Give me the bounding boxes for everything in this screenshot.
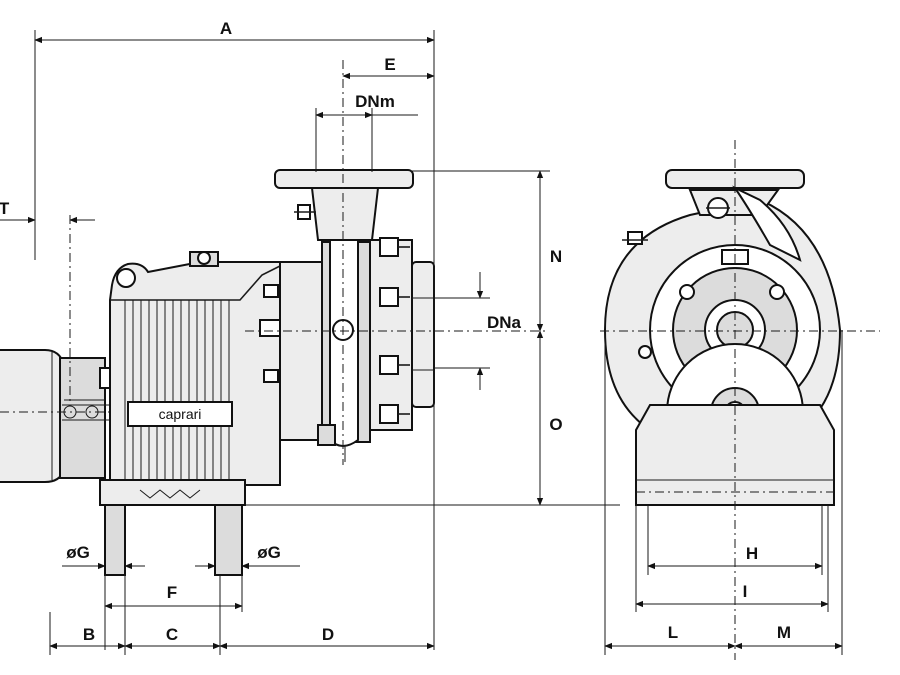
dim-E-label: E <box>384 55 395 74</box>
dim-I-label: I <box>743 582 748 601</box>
dim-H-label: H <box>746 544 758 563</box>
dim-DNa-label: DNa <box>487 313 522 332</box>
dim-C-label: C <box>166 625 178 644</box>
base-feet <box>99 479 246 576</box>
side-view: caprari <box>0 60 545 576</box>
dim-G-left-label: øG <box>66 543 90 562</box>
brand-label: caprari <box>159 406 202 422</box>
pump-casing <box>279 222 413 462</box>
dim-A-label: A <box>220 19 232 38</box>
nameplate: caprari <box>127 401 233 427</box>
discharge-flange <box>274 169 414 241</box>
dim-O-label: O <box>549 415 562 434</box>
suction-flange <box>411 261 435 408</box>
front-view <box>600 140 880 660</box>
front-view-dimensions: H I L M <box>604 330 843 655</box>
motor-body <box>0 349 150 483</box>
dim-DNm-label: DNm <box>355 92 395 111</box>
dim-M-label: M <box>777 623 791 642</box>
dim-N-label: N <box>550 247 562 266</box>
dim-G-right-label: øG <box>257 543 281 562</box>
side-view-dimensions: A E DNm T N O DNa øG øG <box>0 19 620 655</box>
dim-B-label: B <box>83 625 95 644</box>
dim-T-label: T <box>0 199 10 218</box>
dim-D-label: D <box>322 625 334 644</box>
dim-F-label: F <box>167 583 177 602</box>
bearing-bracket <box>109 251 283 486</box>
dim-L-label: L <box>668 623 678 642</box>
